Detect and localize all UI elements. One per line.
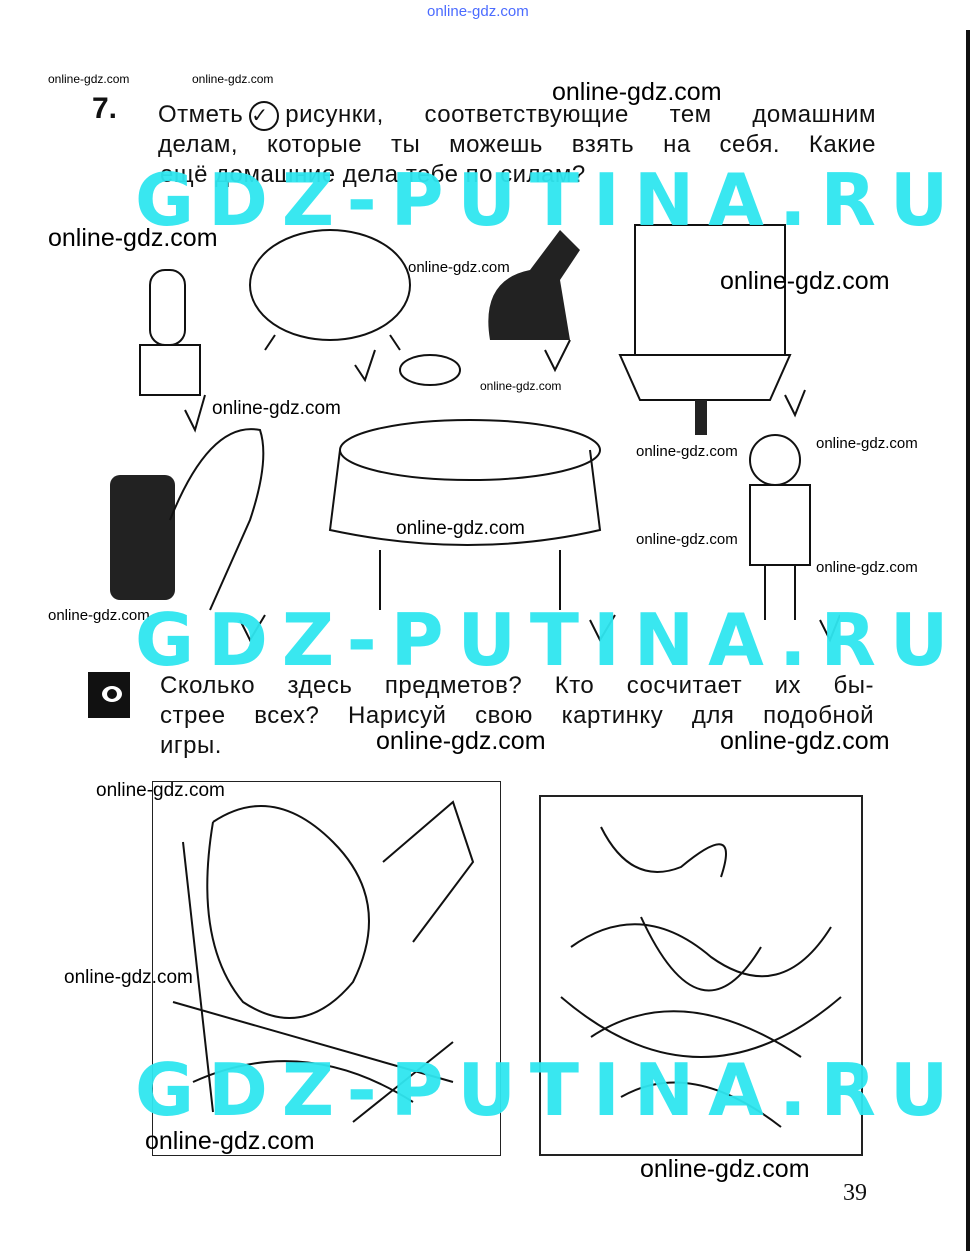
count-task-line2: стрее всех? Нарисуй свою картинку для по…: [160, 702, 874, 729]
task7-line2: делам, которые ты можешь взять на себя. …: [158, 131, 876, 158]
watermark: online-gdz.com: [816, 435, 918, 452]
task7-line3: ещё домашние дела тебе по силам?: [160, 161, 586, 188]
big-watermark: GDZ-PUTINA.RU: [135, 158, 963, 242]
watermark: online-gdz.com: [408, 259, 510, 276]
watermark: online-gdz.com: [192, 72, 274, 86]
vacuum-illustration: [110, 428, 265, 611]
table-illustration: [328, 354, 602, 610]
page-edge: [966, 30, 970, 1251]
check-marks: [184, 339, 840, 643]
watermark: online-gdz.com: [48, 607, 150, 624]
girl-with-bear-illustration: [749, 434, 811, 620]
eye-icon: [88, 672, 130, 718]
watermark: online-gdz.com: [816, 559, 918, 576]
household-illustrations: [110, 224, 840, 643]
watermark: online-gdz.com: [96, 780, 225, 801]
big-watermark: GDZ-PUTINA.RU: [135, 1048, 963, 1132]
cactus-illustration: [139, 269, 201, 396]
watermark: online-gdz.com: [396, 518, 525, 539]
sink-illustration: [618, 224, 792, 435]
watermark: online-gdz.com: [636, 531, 738, 548]
watermark: online-gdz.com: [376, 727, 546, 755]
task7-line1: Отметь✓рисунки, соответствующие тем дома…: [158, 100, 876, 131]
task-number: 7.: [92, 92, 118, 125]
watermark: online-gdz.com: [636, 443, 738, 460]
objects-puzzle-picture: [152, 781, 501, 1156]
watermark: online-gdz.com: [64, 967, 193, 988]
check-icon: ✓: [249, 100, 280, 131]
animals-puzzle-picture: [539, 795, 863, 1156]
watermark: online-gdz.com: [48, 72, 130, 86]
count-task-line3: игры.: [160, 732, 222, 759]
watermark: online-gdz.com: [480, 379, 562, 393]
header-watermark: online-gdz.com: [427, 3, 529, 20]
watermark: online-gdz.com: [552, 78, 722, 106]
watermark: online-gdz.com: [720, 727, 890, 755]
page-number: 39: [843, 1180, 867, 1206]
dog-illustration: [488, 230, 580, 340]
count-task-line1: Сколько здесь предметов? Кто сосчитает и…: [160, 672, 874, 699]
watermark: online-gdz.com: [145, 1127, 315, 1155]
fishbowl-illustration: [249, 229, 411, 351]
watermark: online-gdz.com: [212, 398, 341, 419]
watermark: online-gdz.com: [48, 224, 218, 252]
big-watermark: GDZ-PUTINA.RU: [135, 598, 963, 682]
watermark: online-gdz.com: [640, 1155, 810, 1183]
watermark: online-gdz.com: [720, 267, 890, 295]
